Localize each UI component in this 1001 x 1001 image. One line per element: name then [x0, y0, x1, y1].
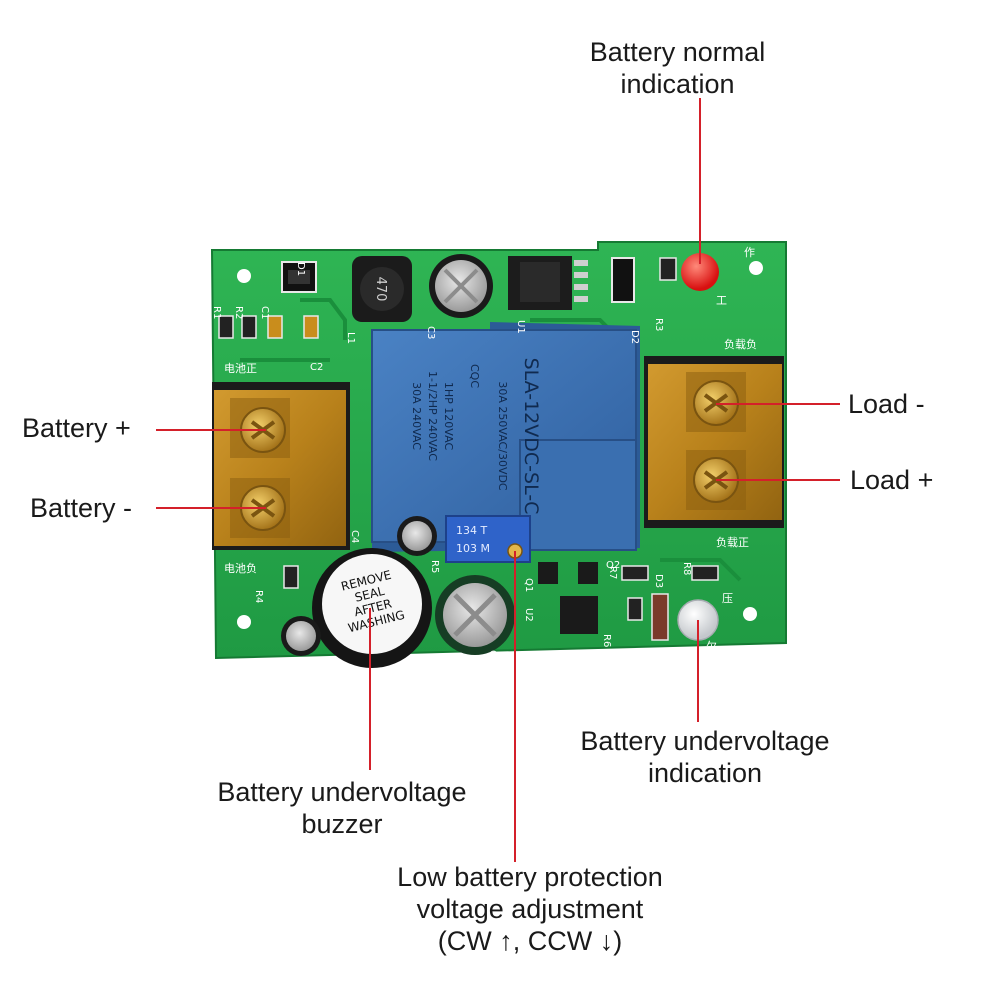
relay: SLA-12VDC-SL-C 30A 250VAC/30VDC 1HP 120V… — [371, 322, 640, 552]
load-terminal-block — [644, 356, 784, 528]
relay-model: SLA-12VDC-SL-C — [520, 358, 542, 515]
callout-voltage-adjustment-line-2: voltage adjustment — [416, 894, 644, 924]
mounting-hole — [749, 261, 763, 275]
callout-battery-minus-text: Battery - — [30, 493, 133, 523]
callout-load-minus: Load - — [848, 388, 958, 420]
callout-undervoltage-buzzer-line-1: Battery undervoltage — [217, 777, 467, 807]
inductor-label: 470 — [373, 277, 388, 302]
mounting-hole — [743, 607, 757, 621]
callout-undervoltage-indication-line-1: Battery undervoltage — [580, 726, 830, 756]
ic-u2 — [560, 596, 598, 634]
callout-battery-normal-line-2: indication — [620, 69, 735, 99]
silkscreen: 电池正 电池负 负载负 负载正 作 工 压 欠 — [224, 246, 757, 653]
callout-undervoltage-indication: Battery undervoltage indication — [560, 725, 850, 789]
callout-battery-normal-line-1: Battery normal — [589, 37, 766, 67]
relay-cert: CQC — [468, 364, 481, 388]
silk-load-pos: 负载正 — [716, 535, 749, 549]
callout-voltage-adjustment: Low battery protection voltage adjustmen… — [365, 861, 695, 957]
battery-normal-led — [681, 253, 719, 291]
callout-load-plus-text: Load + — [850, 465, 934, 495]
leader-lines — [156, 98, 840, 862]
mounting-hole — [237, 615, 251, 629]
silk-battery-neg: 电池负 — [224, 561, 257, 575]
silk-under-1: 欠 — [706, 639, 717, 653]
silk-battery-pos: 电池正 — [224, 362, 257, 375]
relay-rating-2: 1HP 120VAC — [442, 382, 455, 451]
silk-work-1: 工 — [716, 294, 727, 307]
callout-undervoltage-buzzer-line-2: buzzer — [301, 809, 383, 839]
callout-undervoltage-buzzer: Battery undervoltage buzzer — [197, 776, 487, 840]
callout-voltage-adjustment-line-3: (CW ↑, CCW ↓) — [437, 926, 623, 956]
callout-battery-plus-text: Battery + — [22, 413, 131, 443]
relay-rating-4: 30A 240VAC — [410, 382, 423, 450]
smd-components-top: 470 — [218, 253, 719, 339]
relay-rating-3: 1-1/2HP 240VAC — [426, 371, 439, 461]
callout-battery-normal-indication: Battery normal indication — [575, 36, 780, 100]
battery-terminal-block — [212, 382, 350, 550]
silk-under-2: 压 — [722, 592, 733, 605]
mounting-hole — [237, 269, 251, 283]
callout-battery-plus: Battery + — [22, 412, 150, 444]
relay-rating-1: 30A 250VAC/30VDC — [496, 381, 509, 491]
pot-line-1: 134 T — [456, 524, 487, 537]
callout-load-plus: Load + — [850, 464, 960, 496]
callout-battery-minus: Battery - — [30, 492, 150, 524]
pot-line-2: 103 M — [456, 542, 490, 555]
callout-load-minus-text: Load - — [848, 389, 925, 419]
silk-load-neg: 负载负 — [724, 337, 757, 351]
smd-components-bottom: 134 T 103 M REMOVE SEAL AFTER WASHING — [281, 515, 719, 668]
silk-work-2: 作 — [744, 246, 755, 259]
callout-undervoltage-indication-line-2: indication — [647, 758, 763, 788]
diode-d2 — [611, 257, 635, 303]
callout-voltage-adjustment-line-1: Low battery protection — [397, 862, 663, 892]
